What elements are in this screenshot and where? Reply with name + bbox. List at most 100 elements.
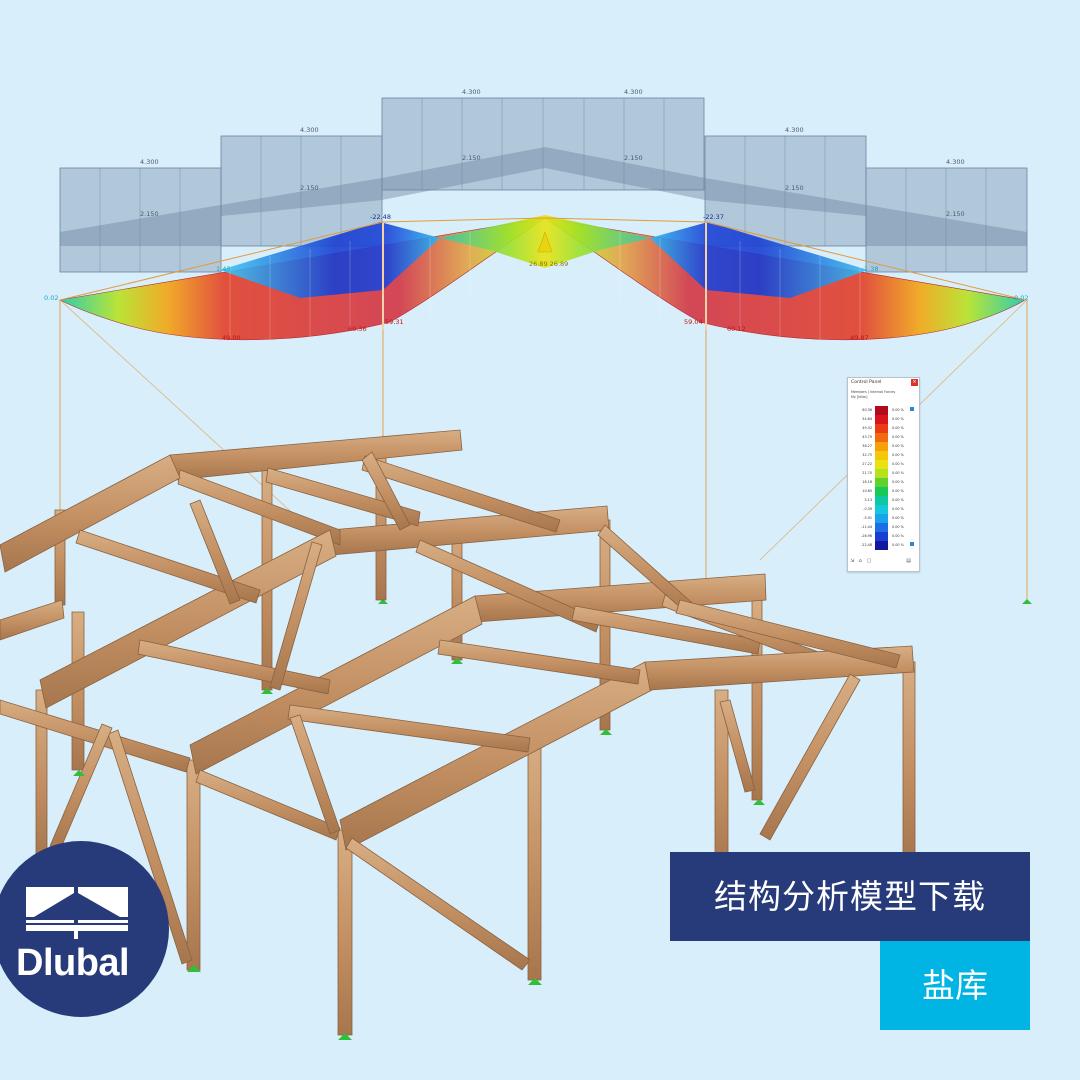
moment-hog-right xyxy=(650,222,868,298)
timber-post xyxy=(186,759,201,971)
timber-brace xyxy=(75,529,261,604)
control-panel[interactable]: Control Panel × Members | Internal Force… xyxy=(847,377,920,572)
legend-swatch xyxy=(875,505,888,514)
moment-label: -22.48 xyxy=(370,213,391,221)
load-label: 4.300 xyxy=(300,126,319,134)
close-icon[interactable]: × xyxy=(911,379,918,386)
support-icon xyxy=(261,688,273,694)
timber-brace xyxy=(345,837,531,971)
legend-value: 16.18 xyxy=(862,480,872,484)
timber-beam xyxy=(0,599,65,641)
timber-structure[interactable] xyxy=(0,429,916,1036)
legend-percent: 0.00 % xyxy=(892,525,904,529)
load-dividers xyxy=(99,98,987,272)
legend-value: 54.84 xyxy=(862,417,872,421)
load-label: 4.300 xyxy=(462,88,481,96)
legend-value: -22.48 xyxy=(861,543,872,547)
timber-brace xyxy=(289,714,341,835)
load-block-4 xyxy=(704,135,867,247)
ground-supports xyxy=(73,658,765,1040)
load-mid-label: 2.150 xyxy=(140,210,159,218)
legend-marker[interactable] xyxy=(910,542,914,546)
legend-percent: 0.00 % xyxy=(892,408,904,412)
moment-label: 0.02 xyxy=(1014,294,1028,302)
legend-value: 38.27 xyxy=(862,444,872,448)
scale-icon[interactable]: ⇲ xyxy=(850,558,855,564)
legend-percent: 0.00 % xyxy=(892,417,904,421)
load-labels: 4.300 4.300 4.300 4.300 4.300 4.300 2.15… xyxy=(140,88,965,218)
legend-swatch xyxy=(875,460,888,469)
logo-text: Dlubal xyxy=(16,942,130,984)
timber-beam xyxy=(329,505,610,556)
support-icon xyxy=(600,729,612,735)
legend-swatch xyxy=(875,424,888,433)
legend-percent: 0.00 % xyxy=(892,435,904,439)
support-icon xyxy=(187,965,201,972)
legend-row: 10.65 0.00 % xyxy=(850,487,916,496)
load-label: 4.300 xyxy=(785,126,804,134)
load-block-1 xyxy=(59,167,222,273)
timber-post xyxy=(527,737,542,981)
dlubal-logo: Dlubal xyxy=(0,841,169,1017)
support-icon xyxy=(528,978,542,985)
load-mid-label: 2.150 xyxy=(462,154,481,162)
moment-label: 60.12 xyxy=(727,325,746,333)
moment-label: 59.31 xyxy=(385,318,404,326)
moment-hog-left xyxy=(220,222,440,298)
legend-value: 21.70 xyxy=(862,471,872,475)
legend-value: 49.32 xyxy=(862,426,872,430)
support-icon xyxy=(451,658,463,664)
legend-value: -0.39 xyxy=(863,507,872,511)
export-icon[interactable]: ▤ xyxy=(906,558,911,564)
legend-row: -5.91 0.00 % xyxy=(850,514,916,523)
legend-percent: 0.00 % xyxy=(892,534,904,538)
legend-value: -5.91 xyxy=(863,516,872,520)
bridge-icon xyxy=(26,887,128,939)
legend-row: -22.48 0.00 % xyxy=(850,541,916,550)
filter-icon[interactable]: ⌂ xyxy=(858,558,862,564)
load-mid-label: 2.150 xyxy=(946,210,965,218)
moment-label: 49.87 xyxy=(850,334,869,342)
timber-brace xyxy=(415,539,601,633)
page-subtitle: 盐库 xyxy=(880,941,1030,1030)
legend-percent: 0.00 % xyxy=(892,453,904,457)
result-unit-label: My [kNm] xyxy=(851,395,868,399)
legend-marker[interactable] xyxy=(910,407,914,411)
support-icon xyxy=(73,770,85,776)
legend-swatch xyxy=(875,433,888,442)
timber-post xyxy=(902,661,916,861)
timber-brace xyxy=(361,455,561,533)
timber-brace xyxy=(137,639,331,695)
moment-label: 60.36 xyxy=(348,325,367,333)
legend-percent: 0.00 % xyxy=(892,543,904,547)
moment-label: 26.89 26.89 xyxy=(529,260,568,268)
timber-beam xyxy=(39,529,337,709)
load-label: 4.300 xyxy=(140,158,159,166)
timber-brace xyxy=(177,469,341,546)
legend-percent: 0.00 % xyxy=(892,489,904,493)
legend-value: 10.65 xyxy=(862,489,872,493)
timber-beam xyxy=(644,645,915,691)
legend-percent: 0.00 % xyxy=(892,516,904,520)
support-icon xyxy=(338,1033,352,1040)
timber-brace xyxy=(571,605,761,655)
timber-brace xyxy=(189,499,241,605)
legend-swatch xyxy=(875,415,888,424)
legend-swatch xyxy=(875,514,888,523)
load-mid-label: 2.150 xyxy=(300,184,319,192)
load-label: 4.300 xyxy=(946,158,965,166)
timber-post xyxy=(337,829,353,1036)
timber-brace xyxy=(361,451,411,531)
load-diagram-inner xyxy=(60,147,1027,246)
timber-brace xyxy=(107,729,193,965)
settings-icon[interactable]: ▢ xyxy=(866,558,872,564)
